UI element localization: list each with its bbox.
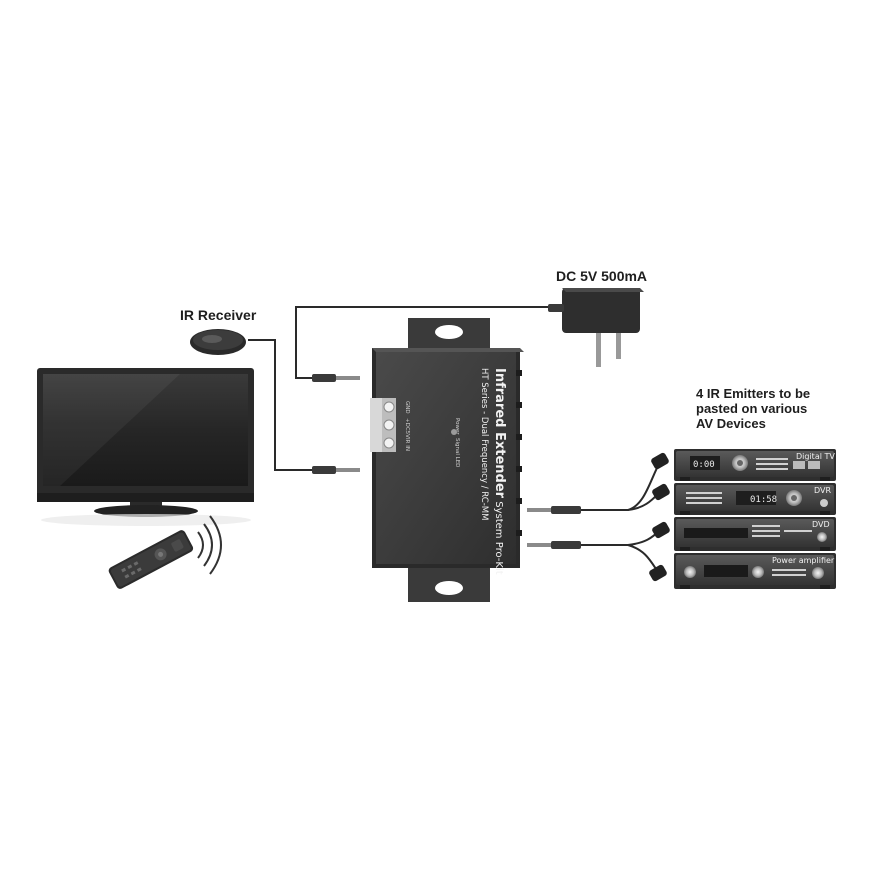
- hub-side-ports: [516, 370, 522, 536]
- device-power-amplifier: Power amplifier: [674, 553, 836, 589]
- ir-receiver-cable: [248, 339, 312, 471]
- power-adapter-icon: [548, 288, 644, 367]
- device-name: Power amplifier: [772, 556, 835, 565]
- device-name: DVR: [814, 486, 831, 495]
- ir-signal-waves: [197, 515, 222, 575]
- device-name: Digital TV: [796, 452, 835, 461]
- jack-plugs: [312, 374, 581, 549]
- terminal-label-dc5v: +DC5V: [404, 418, 410, 438]
- device-dvr: 01:58 DVR: [674, 483, 836, 515]
- power-cable: [295, 306, 548, 379]
- ir-receiver-icon: [190, 329, 246, 355]
- hub-panel-text: Infrared Extender System Pro-Kit HT Seri…: [454, 368, 507, 575]
- emitter-cable-3: [580, 529, 661, 546]
- device-dvd: DVD: [674, 517, 836, 551]
- ir-extender-hub-icon: Infrared Extender System Pro-Kit HT Seri…: [370, 318, 524, 602]
- hub-subtitle: HT Series - Dual Frequency / RC-MM: [479, 368, 489, 520]
- ir-emitter-icon: [652, 521, 670, 539]
- hub-title-bold: Infrared Extender: [492, 368, 507, 499]
- ir-emitter-icon: [652, 483, 670, 501]
- tv-icon: [37, 368, 254, 526]
- emitters-caption-line-3: AV Devices: [696, 416, 766, 431]
- cables: [248, 306, 661, 573]
- terminal-label-irin: IR IN: [404, 438, 410, 451]
- ir-emitter-icon: [651, 452, 669, 470]
- power-supply-label: DC 5V 500mA: [556, 268, 647, 284]
- terminal-label-gnd: GND: [404, 401, 410, 414]
- ir-receiver-label: IR Receiver: [180, 307, 257, 323]
- device-display: 0:00: [693, 460, 715, 470]
- emitters-caption: 4 IR Emitters to be pasted on various AV…: [696, 386, 810, 431]
- device-display: 01:58: [750, 495, 777, 505]
- hub-status-led: [451, 429, 457, 435]
- emitters-caption-line-1: 4 IR Emitters to be: [696, 386, 810, 401]
- device-digital-tv: 0:00 Digital TV: [674, 449, 836, 481]
- device-name: DVD: [812, 520, 830, 529]
- jack-emitter-a: [527, 506, 581, 514]
- hub-title-rest: System Pro-Kit: [493, 498, 504, 575]
- jack-emitter-b: [527, 541, 581, 549]
- emitters-caption-line-2: pasted on various: [696, 401, 807, 416]
- jack-ir-receiver: [312, 466, 360, 474]
- ir-emitters: [649, 452, 670, 582]
- remote-icon: [108, 515, 222, 589]
- av-device-stack: 0:00 Digital TV 01:58 DVR: [674, 449, 836, 589]
- ir-emitter-icon: [649, 564, 667, 582]
- hub-led-signal-label: Signal LED: [454, 438, 460, 467]
- hub-terminal-labels: GND +DC5V IR IN: [404, 401, 410, 451]
- jack-power: [312, 374, 360, 382]
- emitter-cable-4: [627, 544, 659, 573]
- hub-title: Infrared Extender System Pro-Kit: [492, 368, 507, 575]
- hub-terminal-block: [370, 398, 396, 452]
- hub-led-power-label: Power: [454, 418, 460, 435]
